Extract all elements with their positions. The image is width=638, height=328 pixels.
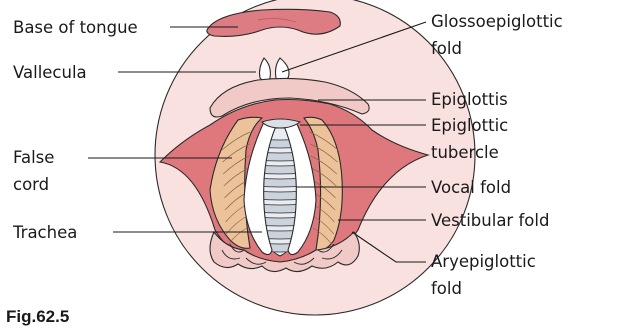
label-vestibular-fold: Vestibular fold — [431, 211, 549, 230]
label-epiglottis: Epiglottis — [431, 90, 508, 109]
label-vocal-fold: Vocal fold — [431, 178, 511, 197]
label-epiglottic-tubercle-line1: Epiglottic — [431, 116, 508, 135]
figure-label: Fig.62.5 — [6, 307, 69, 326]
label-aryepiglottic-line1: Aryepiglottic — [431, 252, 536, 271]
label-glossoepiglottic-line2: fold — [431, 39, 462, 58]
label-false-cord-line2: cord — [13, 175, 49, 194]
label-trachea: Trachea — [12, 223, 77, 242]
label-glossoepiglottic-line1: Glossoepiglottic — [431, 12, 563, 31]
label-false-cord-line1: False — [13, 148, 54, 167]
label-aryepiglottic-line2: fold — [431, 279, 462, 298]
label-base-of-tongue: Base of tongue — [13, 18, 138, 37]
label-epiglottic-tubercle-line2: tubercle — [431, 143, 499, 162]
label-vallecula: Vallecula — [13, 63, 87, 82]
